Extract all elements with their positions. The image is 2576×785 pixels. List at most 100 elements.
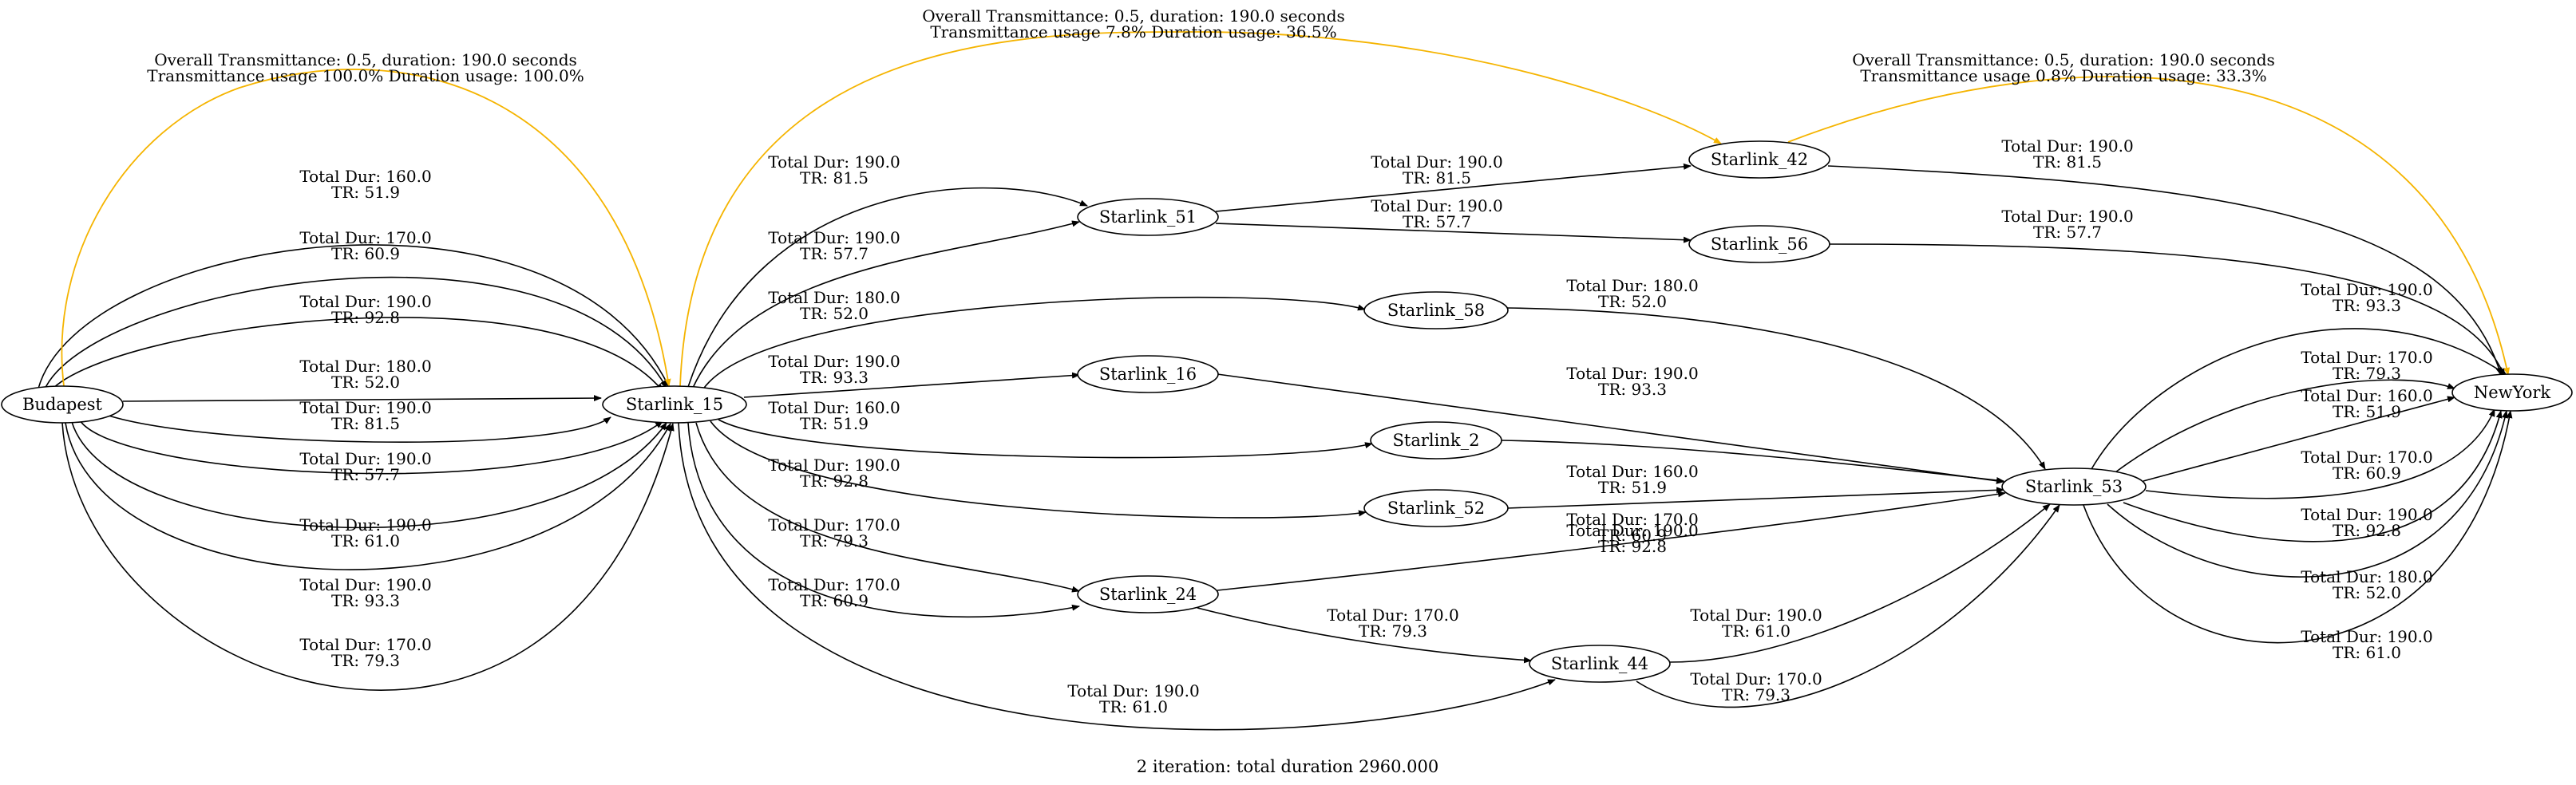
edge-label-duration: Total Dur: 190.0 (2001, 136, 2133, 156)
edge-label-duration: Total Dur: 180.0 (1566, 276, 1698, 295)
node-ellipse (1363, 291, 1509, 329)
edge-s53-newyork (2083, 410, 2513, 644)
edges-layer (38, 31, 2513, 731)
edge-label-tr: TR: 92.8 (331, 308, 400, 327)
edge-label-duration: Total Dur: 190.0 (2301, 627, 2432, 646)
edge-label-tr: TR: 79.3 (2333, 364, 2401, 383)
edge-label-tr: TR: 57.7 (1403, 212, 1471, 231)
highlight-label-overall: Overall Transmittance: 0.5, duration: 19… (922, 6, 1345, 26)
edge-budapest-s15 (79, 420, 663, 475)
edge-label-tr: TR: 92.8 (800, 471, 869, 491)
node-s56: Starlink_56 (1688, 225, 1830, 263)
node-ellipse (1363, 489, 1509, 527)
edge-label-duration: Total Dur: 190.0 (299, 575, 431, 594)
edge-label-tr: TR: 93.3 (2333, 296, 2401, 315)
edge-label-tr: TR: 61.0 (331, 531, 400, 550)
edge-label-tr: TR: 51.9 (2333, 402, 2401, 421)
node-label: NewYork (2474, 383, 2550, 402)
edge-label-tr: TR: 93.3 (800, 368, 869, 387)
node-ellipse (2001, 467, 2147, 506)
edge-label-duration: Total Dur: 190.0 (768, 456, 900, 475)
node-ellipse (1370, 421, 1502, 460)
edge-budapest-s15 (71, 421, 667, 529)
edge-s53-newyork (2115, 379, 2455, 473)
edge-label-tr: TR: 51.9 (331, 183, 400, 202)
edge-label-tr: TR: 52.0 (2333, 583, 2401, 602)
node-ellipse (1, 385, 124, 424)
edge-label-duration: Total Dur: 180.0 (2301, 567, 2432, 586)
node-ellipse (1077, 355, 1219, 393)
highlight-label-usage: Transmittance usage 100.0% Duration usag… (147, 66, 584, 85)
edge-s56-newyork (1827, 243, 2505, 377)
edge-label-duration: Total Dur: 170.0 (1566, 510, 1698, 529)
node-newyork: NewYork (2451, 373, 2573, 412)
node-ellipse (1077, 198, 1219, 236)
edge-label-tr: TR: 61.0 (1722, 621, 1791, 641)
edge-budapest-s15 (61, 422, 675, 691)
edge-s51-s56 (1215, 223, 1692, 243)
node-ellipse (2451, 373, 2573, 412)
edge-label-duration: Total Dur: 180.0 (299, 357, 431, 376)
edge-label-duration: Total Dur: 160.0 (1566, 462, 1698, 481)
node-label: Starlink_56 (1711, 235, 1808, 254)
edge-budapest-s15 (47, 317, 663, 395)
edge-s52-s53 (1506, 487, 2004, 509)
node-s16: Starlink_16 (1077, 355, 1219, 393)
edge-label-tr: TR: 79.3 (331, 651, 400, 670)
edge-label-duration: Total Dur: 170.0 (1690, 669, 1822, 688)
edge-s15-s51 (687, 187, 1088, 388)
node-ellipse (1529, 645, 1671, 683)
edge-label-tr: TR: 57.7 (331, 465, 400, 484)
edge-s15-s24 (695, 422, 1080, 593)
edge-label-duration: Total Dur: 170.0 (2301, 348, 2432, 367)
edge-label-duration: Total Dur: 160.0 (299, 167, 431, 186)
edge-label-tr: TR: 52.0 (1598, 292, 1667, 311)
edge-label-duration: Total Dur: 190.0 (1690, 606, 1822, 625)
edge-label-tr: TR: 51.9 (1598, 478, 1667, 497)
edge-label-tr: TR: 60.9 (1598, 526, 1667, 545)
node-label: Starlink_53 (2025, 477, 2123, 496)
node-s53: Starlink_53 (2001, 467, 2147, 506)
edge-label-tr: TR: 79.3 (1359, 621, 1427, 641)
node-label: Starlink_15 (626, 395, 723, 414)
edge-label-tr: TR: 60.9 (800, 591, 869, 610)
node-s44: Starlink_44 (1529, 645, 1671, 683)
edge-label-duration: Total Dur: 190.0 (299, 515, 431, 535)
node-s15: Starlink_15 (602, 385, 747, 424)
edge-s15-s58 (702, 296, 1366, 391)
edge-s51-s42 (1215, 163, 1692, 212)
edge-label-tr: TR: 57.7 (800, 244, 869, 263)
edge-label-tr: TR: 79.3 (1722, 685, 1791, 704)
edge-label-duration: Total Dur: 190.0 (1371, 152, 1502, 172)
edge-s42-newyork (1827, 165, 2503, 376)
node-s58: Starlink_58 (1363, 291, 1509, 329)
edge-label-tr: TR: 93.3 (331, 591, 400, 610)
edge-s24-s44 (1197, 607, 1532, 664)
edge-label-duration: Total Dur: 190.0 (1371, 196, 1502, 215)
edge-label-tr: TR: 81.5 (2033, 152, 2102, 172)
edge-label-duration: Total Dur: 160.0 (768, 398, 900, 417)
edge-s58-s53 (1506, 307, 2046, 470)
edge-label-duration: Total Dur: 190.0 (768, 228, 900, 247)
edge-label-duration: Total Dur: 170.0 (299, 228, 431, 247)
edge-label-duration: Total Dur: 190.0 (1566, 521, 1698, 540)
node-ellipse (1688, 140, 1830, 179)
edge-s15-s16 (743, 372, 1080, 398)
node-ellipse (1077, 575, 1219, 613)
edge-s44-s53 (1636, 504, 2060, 708)
edge-label-duration: Total Dur: 190.0 (2001, 207, 2133, 226)
graph-caption: 2 iteration: total duration 2960.000 (1137, 757, 1438, 776)
edge-label-tr: TR: 61.0 (1099, 697, 1168, 716)
edge-label-duration: Total Dur: 170.0 (2301, 448, 2432, 467)
node-s52: Starlink_52 (1363, 489, 1509, 527)
edge-label-duration: Total Dur: 160.0 (2301, 386, 2432, 405)
edge-label-tr: TR: 92.8 (2333, 521, 2401, 540)
node-label: Starlink_2 (1393, 431, 1480, 450)
edge-s53-newyork (2091, 328, 2507, 470)
edge-label-tr: TR: 57.7 (2033, 223, 2102, 242)
edge-s2-s53 (1500, 440, 2004, 483)
highlight-edge-s42-newyork (1787, 76, 2511, 376)
edge-label-duration: Total Dur: 170.0 (768, 515, 900, 535)
